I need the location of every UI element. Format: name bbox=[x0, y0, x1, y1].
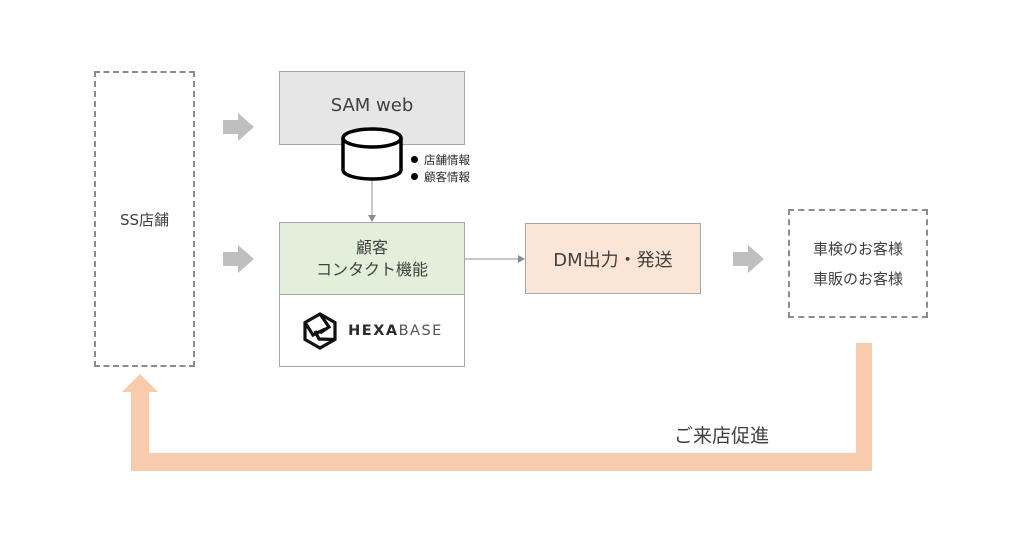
database-info-list: 店舗情報 顧客情報 bbox=[411, 152, 470, 186]
customer-line: 車販のお客様 bbox=[812, 269, 903, 288]
contact-function-line2: コンタクト機能 bbox=[315, 259, 428, 279]
dm-output-box: DM出力・発送 bbox=[525, 223, 701, 294]
sam-web-label: SAM web bbox=[330, 94, 414, 116]
connector-db-arrowhead bbox=[368, 215, 376, 222]
connector-dm-arrowhead bbox=[518, 255, 525, 263]
contact-function-line1: 顧客 bbox=[355, 237, 388, 257]
arrow-store-to-sam bbox=[223, 113, 254, 141]
hexabase-logo: HEXABASE bbox=[301, 311, 443, 351]
bullet-icon bbox=[411, 173, 418, 180]
customer-box: 車検のお客様 車販のお客様 bbox=[788, 209, 928, 318]
dm-output-label: DM出力・発送 bbox=[553, 249, 673, 271]
store-box: SS店舗 bbox=[94, 71, 195, 367]
sam-web-box: SAM web bbox=[279, 71, 465, 145]
bullet-icon bbox=[411, 156, 418, 163]
store-label: SS店舗 bbox=[119, 210, 170, 229]
feedback-arrow-label: ご来店促進 bbox=[674, 425, 770, 447]
database-info-item: 顧客情報 bbox=[411, 169, 470, 186]
hexabase-logo-text: HEXABASE bbox=[348, 322, 443, 339]
customer-line: 車検のお客様 bbox=[812, 239, 903, 258]
arrow-dm-to-customer bbox=[733, 245, 764, 273]
database-icon bbox=[341, 127, 403, 181]
database-info-item: 店舗情報 bbox=[411, 152, 470, 169]
hexabase-logo-icon bbox=[303, 311, 337, 350]
contact-function-box: 顧客 コンタクト機能 bbox=[279, 222, 465, 295]
arrow-store-to-contact bbox=[223, 245, 254, 273]
feedback-loop-arrow bbox=[122, 343, 872, 471]
hexabase-logo-box: HEXABASE bbox=[279, 294, 465, 367]
